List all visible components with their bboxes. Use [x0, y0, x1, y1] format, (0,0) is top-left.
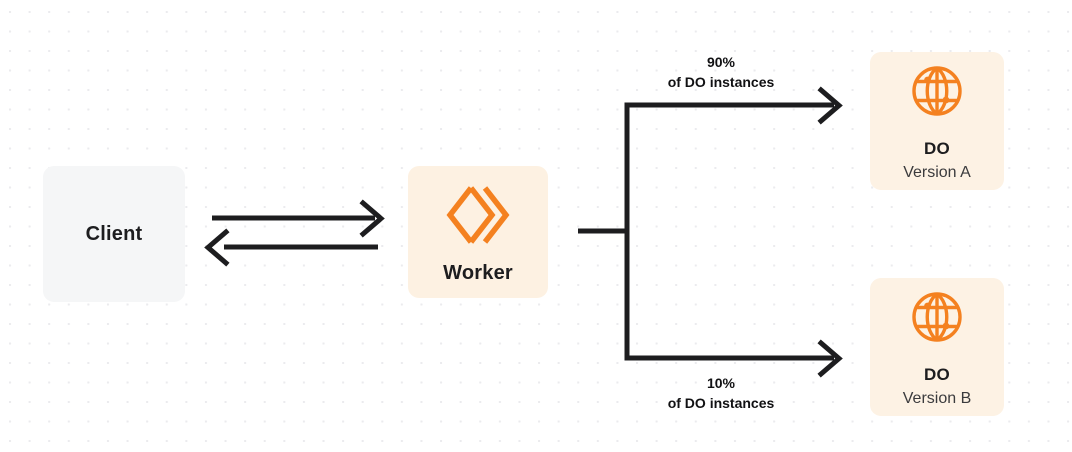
edge-label-top-caption: of DO instances: [667, 73, 775, 90]
edge-label-top-branch: 90% of DO instances: [631, 53, 811, 93]
do-b-title: DO: [923, 364, 951, 384]
arrow-worker-to-client: [204, 228, 378, 267]
arrow-branch-to-do-a: [624, 86, 843, 125]
edge-label-top-percent: 90%: [706, 54, 736, 70]
globe-icon: [909, 289, 965, 345]
node-client[interactable]: Client: [43, 166, 185, 302]
worker-label: Worker: [443, 261, 513, 284]
edge-label-bottom-caption: of DO instances: [667, 394, 775, 411]
arrow-branch-to-do-b: [624, 339, 843, 378]
client-label: Client: [85, 222, 143, 245]
globe-icon: [909, 63, 965, 119]
node-do-version-b[interactable]: DO Version B: [870, 278, 1004, 416]
do-b-subtitle: Version B: [902, 389, 972, 407]
arrow-client-to-worker: [212, 199, 385, 238]
do-a-subtitle: Version A: [903, 163, 971, 181]
node-worker[interactable]: Worker: [408, 166, 548, 298]
do-a-title: DO: [923, 138, 951, 158]
edge-label-bottom-percent: 10%: [706, 375, 736, 391]
node-do-version-a[interactable]: DO Version A: [870, 52, 1004, 190]
branch-connector: [578, 105, 630, 358]
edge-label-bottom-branch: 10% of DO instances: [631, 374, 811, 414]
cloudflare-workers-logo-icon: [445, 184, 511, 246]
